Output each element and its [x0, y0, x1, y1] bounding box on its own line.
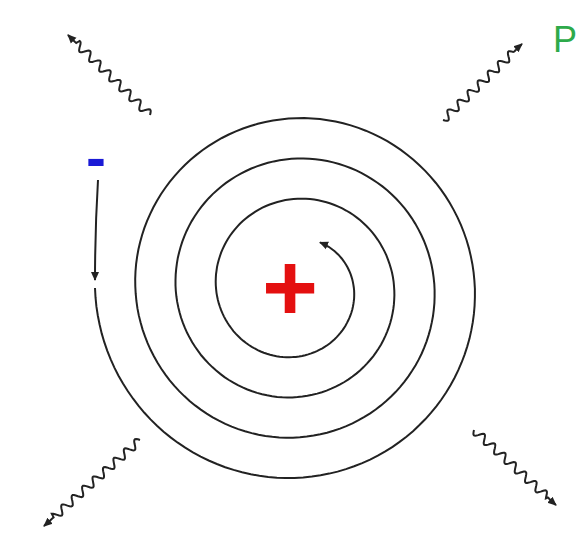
charge-sign: -: [86, 128, 106, 188]
radiation-wave: [44, 439, 140, 526]
radiation-wave: [443, 44, 522, 121]
radiation-wave: [473, 430, 556, 505]
corner-letter: P: [553, 22, 577, 58]
spiral-orbit: [95, 118, 475, 478]
electron-path: [95, 180, 98, 280]
charge-sign: +: [262, 240, 318, 336]
radiation-wave: [68, 35, 151, 115]
